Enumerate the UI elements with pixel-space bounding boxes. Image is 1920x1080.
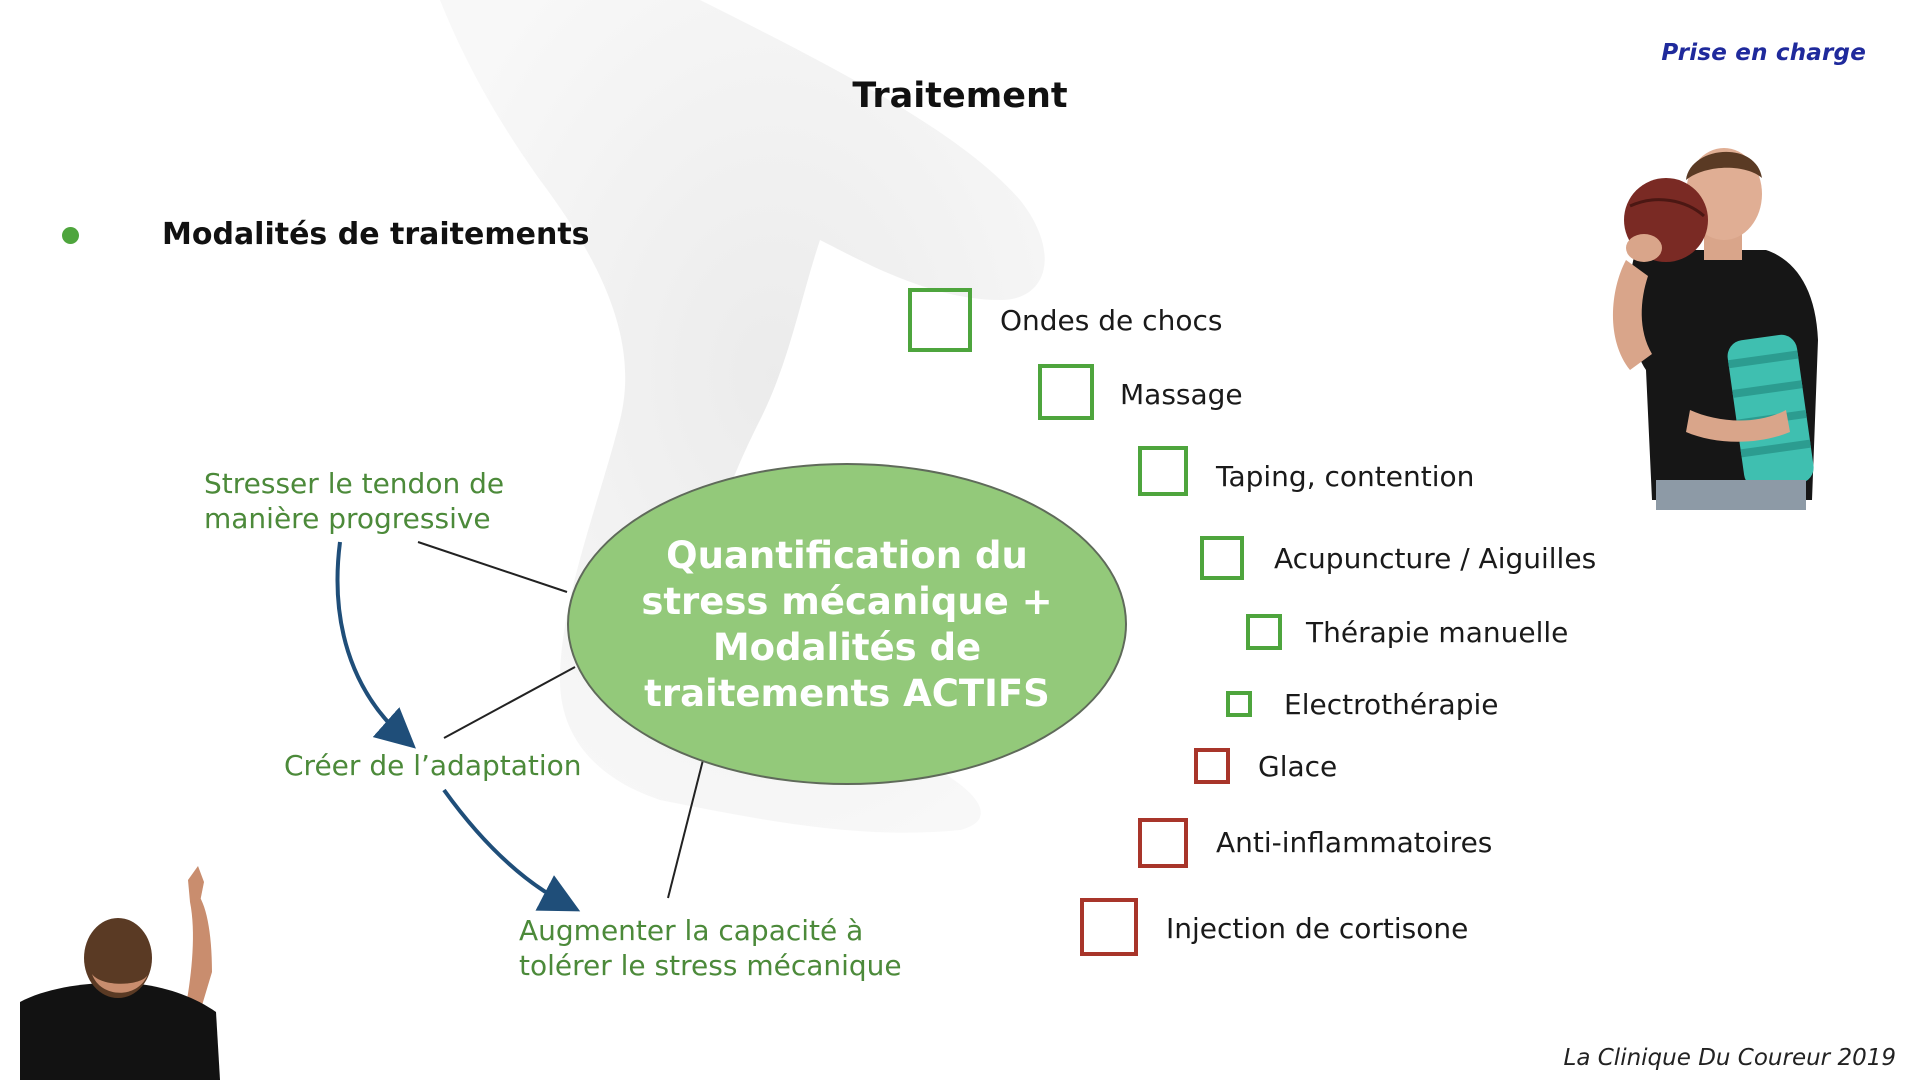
treatment-box-acupuncture — [1200, 536, 1244, 580]
center-ellipse — [567, 463, 1127, 785]
treatment-label-cortisone: Injection de cortisone — [1166, 912, 1469, 945]
treatment-label-taping: Taping, contention — [1216, 460, 1475, 493]
treatment-box-glace — [1194, 748, 1230, 784]
treatment-label-glace: Glace — [1258, 750, 1338, 783]
step-label-capacity: Augmenter la capacité à tolérer le stres… — [519, 914, 902, 982]
treatment-label-anti-inflammatoires: Anti-inflammatoires — [1216, 826, 1493, 859]
treatment-label-therapie: Thérapie manuelle — [1306, 616, 1569, 649]
treatment-box-anti-inflammatoires — [1138, 818, 1188, 868]
slide-title: Traitement — [852, 76, 1068, 116]
bullet-dot-icon — [62, 227, 79, 244]
connector-line-step2 — [443, 666, 576, 739]
step-label-adaptation: Créer de l’adaptation — [284, 749, 582, 782]
center-ellipse-text: Quantification du stress mécanique + Mod… — [641, 534, 1053, 715]
connector-line-step1 — [417, 541, 568, 593]
treatment-box-cortisone — [1080, 898, 1138, 956]
footer-credit: La Clinique Du Coureur 2019 — [1563, 1045, 1896, 1071]
treatment-label-electro: Electrothérapie — [1284, 688, 1499, 721]
cycle-arrow-2 — [442, 788, 581, 912]
photo-man-with-medicine-ball-and-foam-roller — [1586, 140, 1836, 510]
connector-line-step3 — [667, 759, 704, 899]
treatment-label-acupuncture: Acupuncture / Aiguilles — [1274, 542, 1597, 575]
treatment-box-massage — [1038, 364, 1094, 420]
section-tag: Prise en charge — [1661, 40, 1866, 66]
treatment-box-ondes — [908, 288, 972, 352]
treatment-label-massage: Massage — [1120, 378, 1243, 411]
bullet-heading: Modalités de traitements — [162, 217, 590, 252]
treatment-box-electro — [1226, 691, 1252, 717]
treatment-box-therapie — [1246, 614, 1282, 650]
photo-man-pointing — [20, 862, 230, 1080]
step-label-stress-tendon: Stresser le tendon de manière progressiv… — [204, 467, 505, 535]
cycle-arrow-1 — [335, 541, 416, 749]
treatment-box-taping — [1138, 446, 1188, 496]
treatment-label-ondes: Ondes de chocs — [1000, 304, 1223, 337]
